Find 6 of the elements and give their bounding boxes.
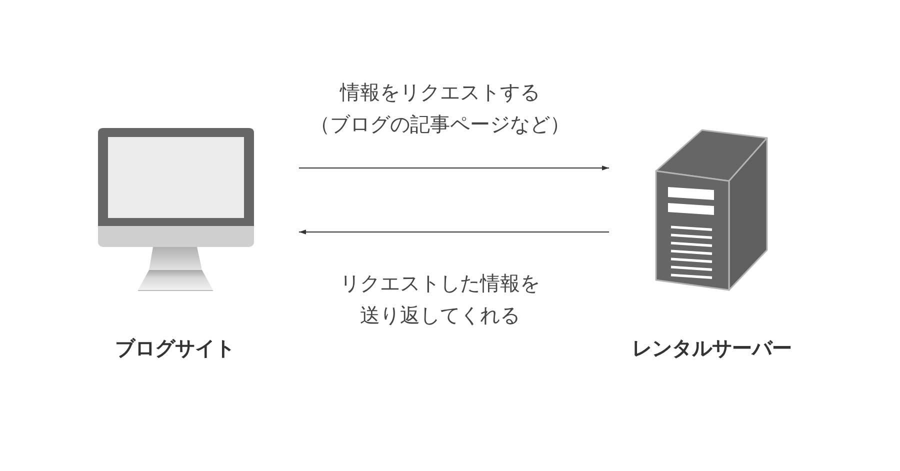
node-label: レンタルサーバー (632, 336, 792, 360)
edge-label: 情報をリクエストする（ブログの記事ページなど） (309, 79, 571, 138)
node-label: ブログサイト (115, 336, 235, 360)
arrow (298, 230, 610, 234)
arrow (298, 166, 610, 170)
edge-label: リクエストした情報を送り返してくれる (339, 270, 541, 329)
